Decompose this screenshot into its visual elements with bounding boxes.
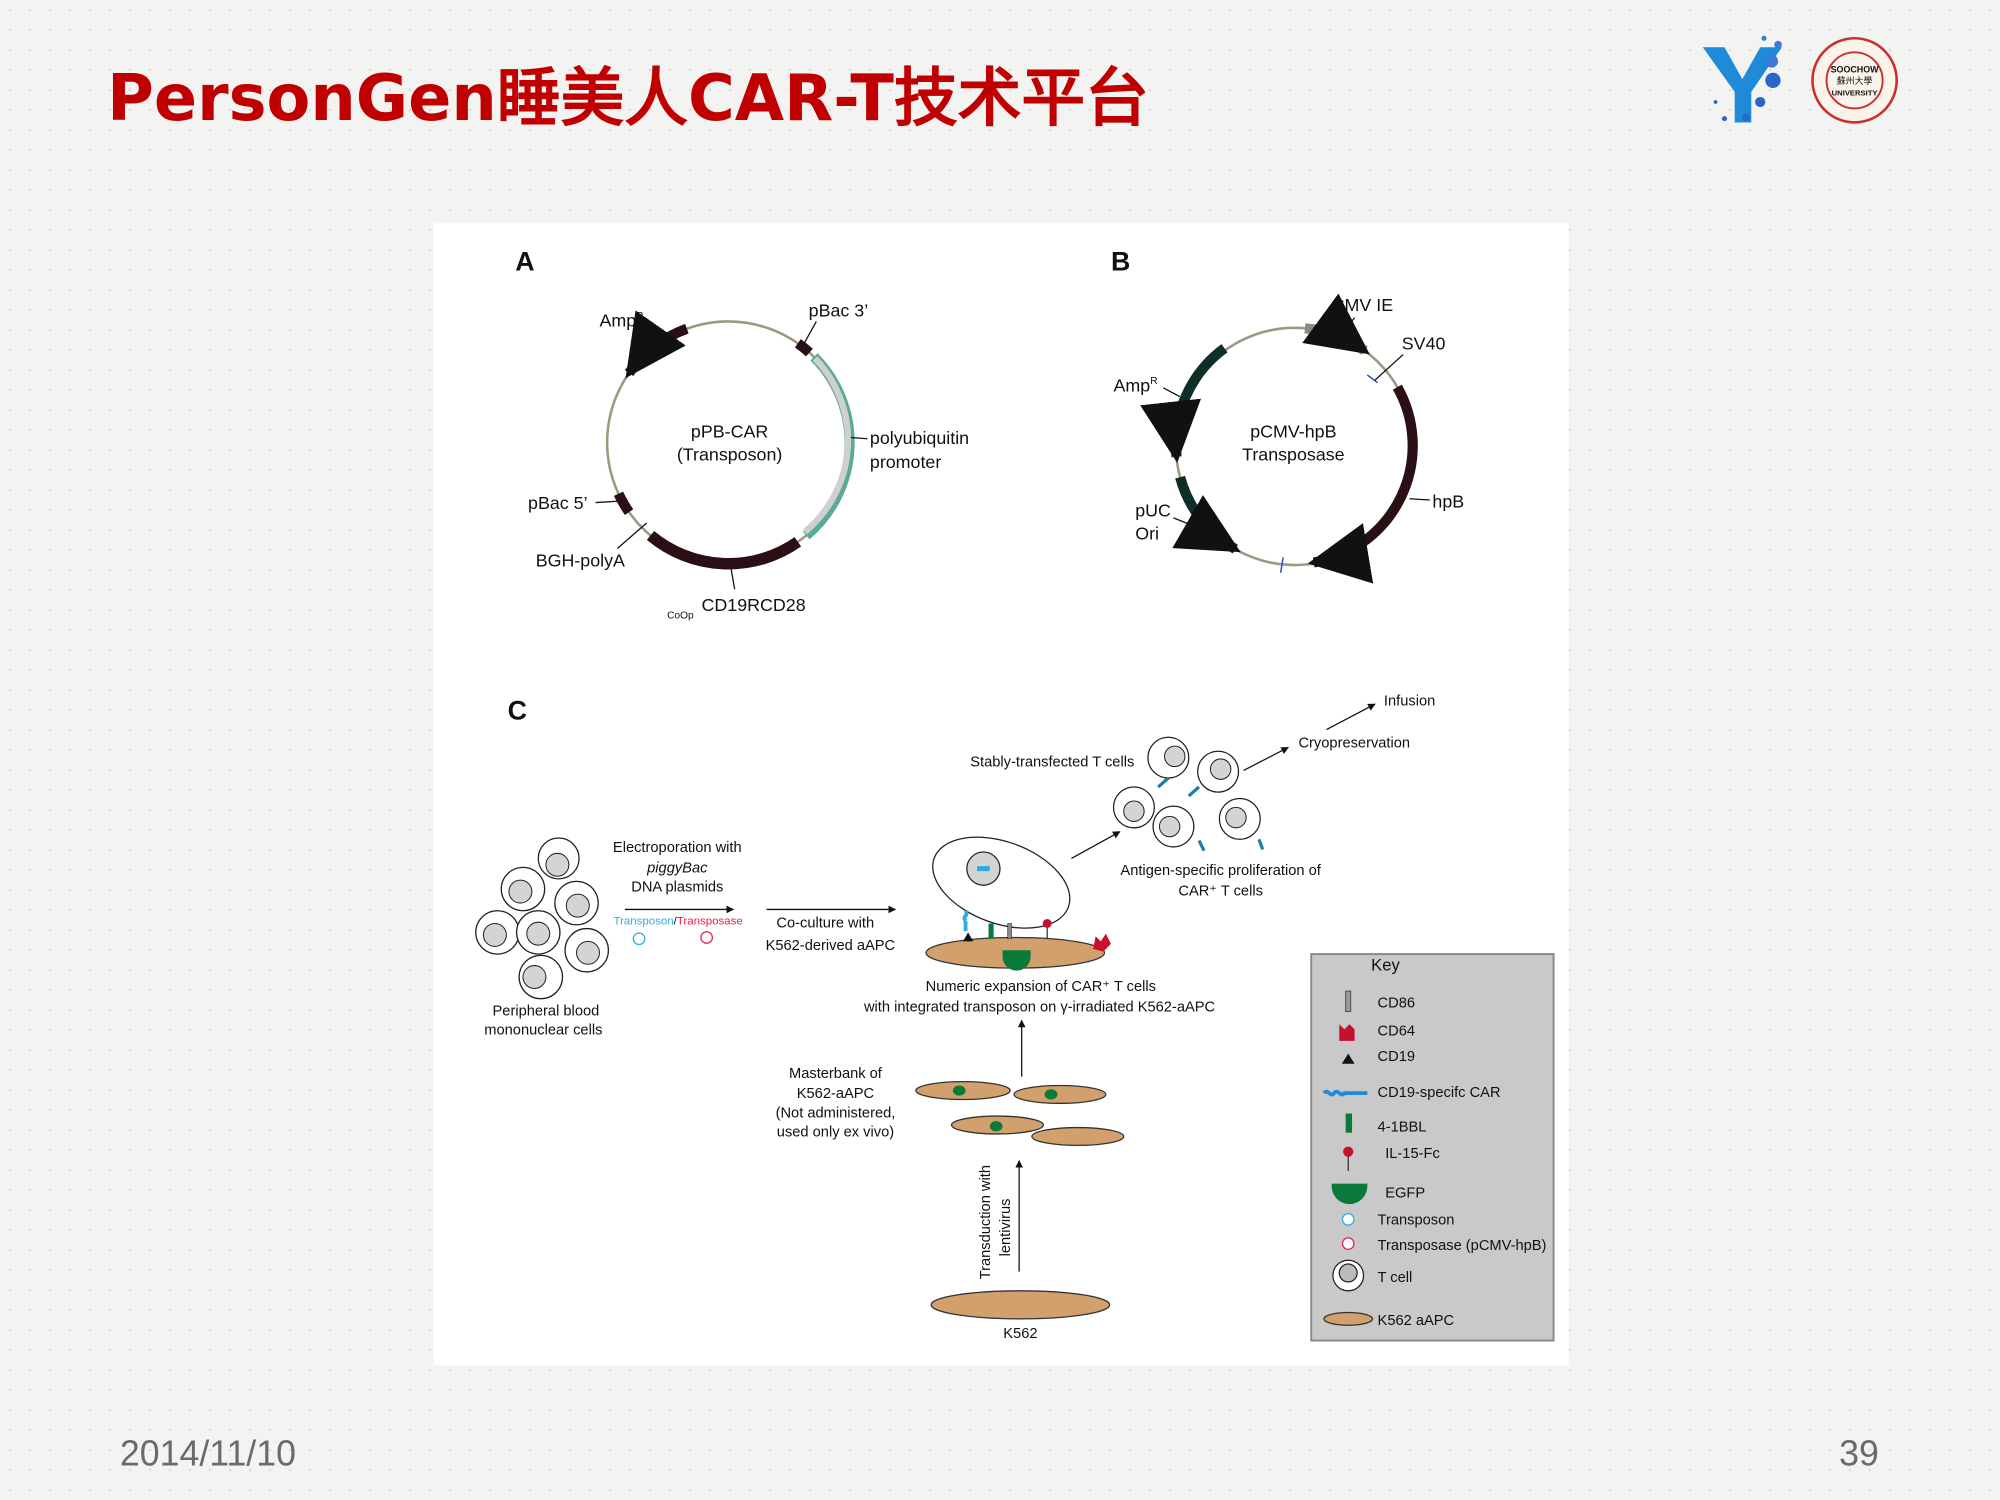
svg-text:BGH-polyA: BGH-polyA: [536, 550, 625, 570]
car-icon: [1322, 1089, 1368, 1097]
svg-text:Transposase (pCMV-hpB): Transposase (pCMV-hpB): [1378, 1238, 1547, 1254]
svg-text:CoOp: CoOp: [667, 611, 694, 622]
svg-text:EGFP: EGFP: [1385, 1186, 1425, 1202]
svg-text:with integrated transposon on: with integrated transposon on γ-irradiat…: [863, 999, 1216, 1015]
car-t-cell-on-aapc: [925, 836, 1111, 971]
masterbank-aapc-cells: [915, 1080, 1125, 1147]
svg-text:pPB-CAR: pPB-CAR: [691, 422, 768, 442]
hpb-segment: [1307, 384, 1418, 584]
svg-text:CD64: CD64: [1378, 1024, 1415, 1040]
svg-text:promoter: promoter: [870, 452, 941, 472]
pbac3-segment: [794, 339, 813, 357]
svg-text:Co-culture with: Co-culture with: [776, 915, 874, 931]
ampr-segment: [1140, 344, 1228, 463]
svg-text:A: A: [515, 246, 534, 276]
svg-text:CMV IE: CMV IE: [1332, 295, 1394, 315]
panel-c-workflow: C Peripheral blood mononuclear cells Ele…: [475, 693, 1435, 1342]
svg-text:Antigen-specific proliferation: Antigen-specific proliferation of: [1120, 863, 1321, 879]
svg-text:T cell: T cell: [1378, 1270, 1413, 1286]
svg-text:Ori: Ori: [1135, 524, 1159, 544]
svg-text:Key: Key: [1371, 956, 1400, 975]
svg-text:Transduction with: Transduction with: [978, 1165, 994, 1279]
svg-text:IL-15-Fc: IL-15-Fc: [1385, 1146, 1440, 1162]
svg-text:C: C: [508, 695, 527, 725]
stably-transfected-t-cells: [1112, 736, 1265, 852]
svg-text:Electroporation with: Electroporation with: [613, 840, 742, 856]
slide-number: 39: [1839, 1434, 1879, 1474]
svg-text:Peripheral blood: Peripheral blood: [493, 1003, 600, 1019]
svg-text:CD19-specifc CAR: CD19-specifc CAR: [1378, 1085, 1501, 1101]
svg-text:Transposon: Transposon: [1378, 1212, 1455, 1228]
svg-text:SOOCHOW: SOOCHOW: [1831, 65, 1880, 75]
svg-text:Cryopreservation: Cryopreservation: [1298, 735, 1410, 751]
svg-text:SV40: SV40: [1402, 333, 1446, 353]
pbac5-segment: [613, 491, 634, 516]
svg-text:pUC: pUC: [1135, 501, 1171, 521]
svg-text:K562 aAPC: K562 aAPC: [1378, 1313, 1455, 1329]
svg-text:Stably-transfected T cells: Stably-transfected T cells: [970, 755, 1134, 771]
svg-text:Numeric expansion of CAR⁺ T ce: Numeric expansion of CAR⁺ T cells: [926, 979, 1156, 995]
svg-text:CD86: CD86: [1378, 996, 1415, 1012]
svg-text:hpB: hpB: [1432, 492, 1464, 512]
k562-aapc-icon: [1323, 1311, 1374, 1326]
svg-text:(Not administered,: (Not administered,: [776, 1105, 896, 1121]
egfp-icon: [1331, 1183, 1368, 1205]
transposase-icon: [700, 931, 714, 944]
svg-text:Infusion: Infusion: [1384, 693, 1435, 709]
svg-text:CAR⁺ T cells: CAR⁺ T cells: [1178, 883, 1263, 899]
svg-text:piggyBac: piggyBac: [646, 860, 708, 876]
svg-text:K562-derived aAPC: K562-derived aAPC: [766, 938, 896, 954]
car-segment: [646, 531, 802, 570]
svg-text:蘇州大學: 蘇州大學: [1837, 75, 1873, 86]
slide-date: 2014/11/10: [120, 1434, 296, 1474]
svg-text:4-1BBL: 4-1BBL: [1378, 1119, 1427, 1135]
puc-ori-segment: [1172, 475, 1241, 554]
svg-text:UNIVERSITY: UNIVERSITY: [1832, 89, 1878, 98]
panel-b-plasmid-map: B pCMV-hpB Transposase CMV IE SV40 AmpR …: [1111, 246, 1464, 584]
svg-text:pCMV-hpB: pCMV-hpB: [1250, 422, 1336, 442]
y-logo: [1702, 35, 1782, 123]
svg-text:CD19: CD19: [1378, 1049, 1415, 1065]
transposase-key-icon: [1341, 1237, 1355, 1250]
legend-key: Key CD86 CD64 CD19 CD19-specifc CAR 4-1B…: [1310, 953, 1555, 1342]
il15-icon: [1343, 1146, 1354, 1157]
soochow-university-seal: SOOCHOW 蘇州大學 UNIVERSITY: [1811, 36, 1898, 124]
svg-text:Transposon/Transposase: Transposon/Transposase: [614, 916, 743, 928]
ampr-segment: [624, 310, 689, 379]
svg-text:polyubiquitin: polyubiquitin: [870, 428, 969, 448]
svg-text:mononuclear cells: mononuclear cells: [484, 1022, 602, 1038]
svg-text:lentivirus: lentivirus: [998, 1199, 1014, 1257]
cd64-icon: [1339, 1024, 1355, 1041]
k562-cell: [930, 1290, 1111, 1320]
cd19-icon: [1341, 1053, 1355, 1064]
svg-text:pBac 5’: pBac 5’: [528, 493, 588, 513]
svg-text:Transposase: Transposase: [1242, 444, 1345, 464]
svg-text:pBac 3’: pBac 3’: [809, 300, 869, 320]
slide-title: PersonGen睡美人CAR-T技术平台: [107, 62, 1149, 136]
svg-text:AmpR: AmpR: [599, 311, 643, 331]
svg-text:used only ex vivo): used only ex vivo): [777, 1124, 894, 1140]
svg-text:K562-aAPC: K562-aAPC: [797, 1086, 875, 1102]
svg-text:AmpR: AmpR: [1114, 376, 1158, 396]
pbmc-cells: [475, 837, 610, 1000]
panel-a-plasmid-map: A pPB-CAR (Transposon) AmpR pBac 3’ poly…: [515, 246, 969, 621]
svg-text:(Transposon): (Transposon): [677, 444, 782, 464]
cmv-segment: [1302, 293, 1370, 355]
4-1bbl-icon: [1345, 1113, 1353, 1133]
svg-text:B: B: [1111, 246, 1130, 276]
svg-text:DNA plasmids: DNA plasmids: [631, 880, 723, 896]
transposon-key-icon: [1341, 1213, 1355, 1226]
transposon-icon: [632, 932, 646, 946]
svg-text:Masterbank of: Masterbank of: [789, 1066, 883, 1082]
cd86-icon: [1345, 990, 1352, 1012]
svg-text:K562: K562: [1003, 1326, 1037, 1342]
svg-text:CD19RCD28: CD19RCD28: [702, 595, 806, 615]
